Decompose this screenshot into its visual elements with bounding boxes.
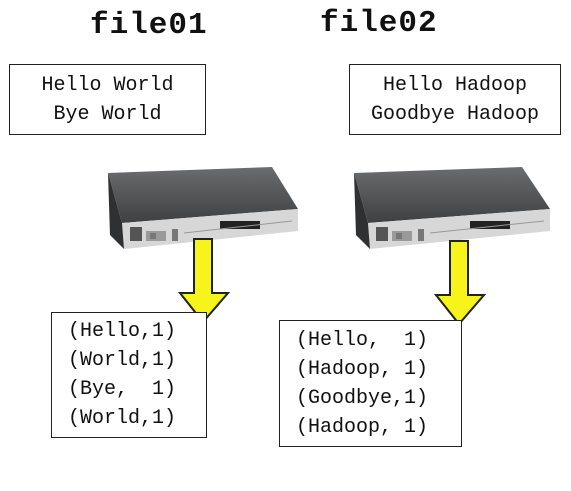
file02-input-line: Hello Hadoop bbox=[382, 73, 528, 97]
file01-input-line: Hello World bbox=[41, 73, 174, 97]
file01-title: file01 bbox=[90, 8, 208, 43]
file02-output-line: (Hello, 1) bbox=[296, 328, 429, 352]
file01-input-box: Hello World Bye World bbox=[9, 64, 206, 135]
file01-output-line: (Bye, 1) bbox=[68, 378, 177, 401]
file01-output-line: (Hello,1) bbox=[68, 320, 177, 343]
file02-output-box: (Hello, 1) (Hadoop, 1) (Goodbye,1) (Hado… bbox=[279, 320, 462, 447]
file01-input-line: Bye World bbox=[53, 102, 162, 126]
file01-output-line: (World,1) bbox=[68, 349, 177, 372]
file02-title: file02 bbox=[320, 6, 438, 41]
server-icon bbox=[354, 167, 550, 249]
file01-output-box: (Hello,1) (World,1) (Bye, 1) (World,1) bbox=[51, 312, 207, 438]
file02-input-box: Hello Hadoop Goodbye Hadoop bbox=[349, 64, 561, 135]
file02-output-line: (Goodbye,1) bbox=[296, 386, 429, 410]
arrow-down-icon bbox=[178, 238, 230, 324]
file02-output-line: (Hadoop, 1) bbox=[296, 357, 429, 381]
arrow-down-icon bbox=[434, 240, 486, 326]
file01-output-line: (World,1) bbox=[68, 407, 177, 430]
file02-input-line: Goodbye Hadoop bbox=[370, 102, 540, 126]
file02-output-line: (Hadoop, 1) bbox=[296, 415, 429, 439]
server-icon bbox=[108, 167, 298, 249]
